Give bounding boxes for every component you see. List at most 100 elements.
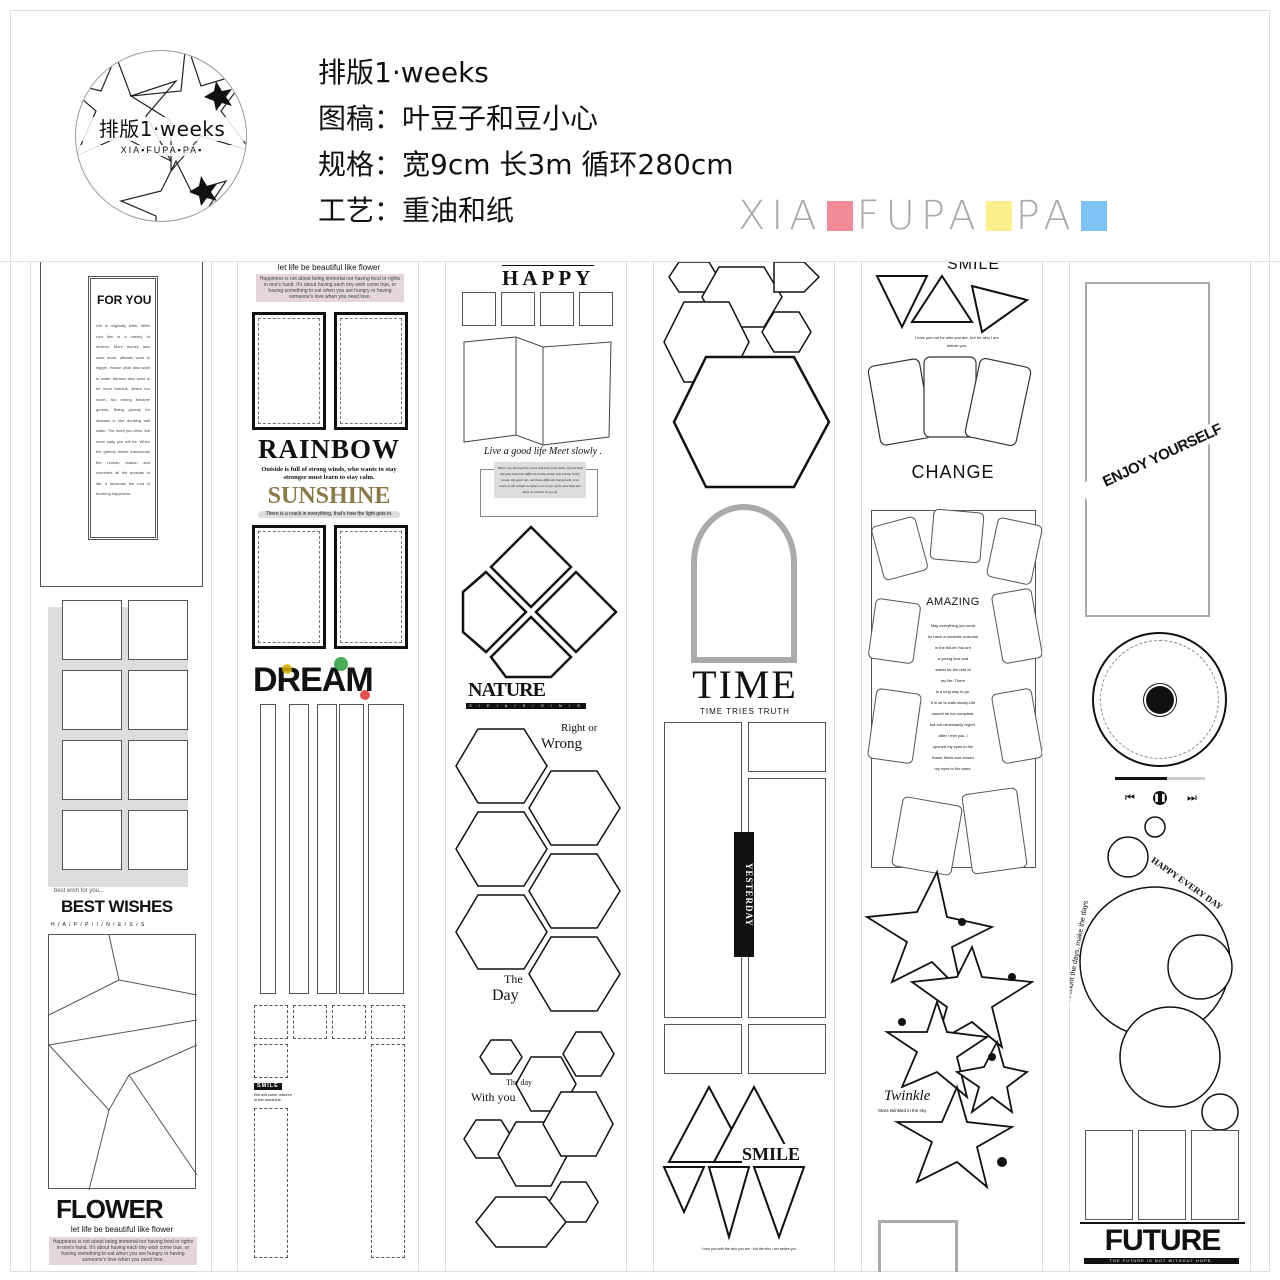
logo-brand: XIA▪FUPA▪PA▪ (76, 145, 246, 156)
brand-part: PA (1015, 193, 1077, 239)
photo-slot (334, 525, 408, 649)
photo-slot (128, 740, 188, 800)
quote-text: When I go through the years and then loo… (494, 462, 586, 498)
pink-square (826, 201, 853, 231)
body-line: It is ok to walk slowly.Life (930, 700, 976, 705)
photo-slot (252, 312, 326, 430)
body-line: cannot be too complete, (931, 711, 975, 716)
pause-icon[interactable]: ❚❚ (1153, 791, 1167, 805)
shattered-photo-frame (48, 934, 198, 1191)
for-you-title: FOR YOU (97, 293, 152, 307)
photo-slot (62, 740, 122, 800)
happy-title: HAPPY (502, 265, 595, 290)
polaroid-cards (867, 356, 1032, 447)
photo-slot (1085, 1130, 1133, 1220)
photo-slot (540, 292, 574, 326)
player-progress-bar[interactable] (1115, 777, 1205, 780)
photo-slot (62, 810, 122, 870)
writing-strip (260, 704, 276, 994)
photo-slot (748, 722, 826, 772)
photo-slot (128, 600, 188, 660)
stamp-column (254, 1108, 288, 1258)
puzzle-cards (867, 508, 1042, 876)
twinkle-title: Twinkle (884, 1088, 931, 1105)
rainbow-body: Outside is full of strong winds, who wan… (261, 466, 397, 481)
writing-strip (289, 704, 309, 994)
tape-strip-6: ENJOY YOURSELF ⏮ ❚❚ ⏭ HAPPY EVERY DAY Do… (1069, 262, 1251, 1272)
body-line: opened my eyes to the (932, 744, 974, 749)
stamp-slot (293, 1005, 327, 1039)
body-line: After I met you, I (938, 733, 968, 738)
body-line: my eyes to the stars. (934, 766, 972, 771)
tape-strip-3: HAPPY Live a good life Meet slowly . Whe… (445, 262, 627, 1272)
sunshine-body: There is a crack in everything, that's h… (258, 511, 400, 518)
smile-subtitle: I love you with the who you are · but th… (701, 1247, 797, 1251)
tall-photo-slot (664, 722, 742, 1018)
time-title: TIME (692, 662, 798, 707)
product-header: 排版1·weeks XIA▪FUPA▪PA▪ 排版1·weeks 图稿：叶豆子和… (0, 0, 1280, 262)
body-line: is a long way to go. (935, 689, 971, 694)
body-line: but not necessarily regret. (929, 722, 977, 727)
smile-body: We will come unbeen in the sunshine. (254, 1092, 292, 1102)
dream-title: DREAM (253, 661, 374, 699)
smile-label: SMILE (254, 1083, 282, 1090)
tape-roll-logo: 排版1·weeks XIA▪FUPA▪PA▪ (75, 50, 247, 222)
photo-slot (501, 292, 535, 326)
for-you-card: FOR YOU Life is originally bitter, bitte… (88, 276, 158, 540)
stamp-column (371, 1044, 405, 1258)
future-subtitle: THE FUTURE IS NOT WITHOUT HOPE. (1084, 1258, 1239, 1264)
body-line: flower fields and closed (932, 755, 974, 760)
day-text: Day (492, 987, 519, 1004)
live-good-life-text: Live a good life Meet slowly . (484, 446, 603, 457)
info-title: 排版1·weeks (318, 56, 489, 89)
stamp-slot (332, 1005, 366, 1039)
frame-box (40, 262, 203, 587)
photo-slot (128, 810, 188, 870)
next-icon[interactable]: ⏭ (1187, 792, 1197, 804)
diamond-photo-frames (461, 525, 618, 679)
body-line: for have a romantic outcome (927, 634, 979, 639)
yellow-square (985, 201, 1012, 231)
photo-slot (252, 525, 326, 649)
brand-watermark: XIA FUPA PA (738, 193, 1111, 239)
tape-strip-2: let life be beautiful like flower Happin… (237, 262, 419, 1272)
amazing-frame (867, 508, 1042, 876)
star-frames (864, 869, 1035, 1190)
smile-title: SMILE (742, 1144, 801, 1164)
disc-center (1146, 686, 1174, 714)
future-title: FUTURE (1080, 1222, 1245, 1257)
circle-frames (1079, 816, 1239, 1131)
for-you-body: Life is originally bitter, bitter root l… (96, 323, 150, 496)
photo-slot (1191, 1130, 1239, 1220)
player-progress-fill (1115, 777, 1168, 780)
yellow-dot (282, 664, 292, 674)
folded-map-frame (463, 336, 612, 446)
stamp-slot (254, 1005, 288, 1039)
photo-slot (579, 292, 613, 326)
prev-icon[interactable]: ⏮ (1125, 792, 1135, 804)
small-hexagons (463, 1031, 615, 1248)
tape-strip-4: TIME TIME TRIES TRUTH YESTERDAY SMILE I … (653, 262, 835, 1272)
image-frame (10, 10, 1270, 1272)
body-line: a young love and (937, 656, 969, 661)
tall-photo-slot (1085, 282, 1210, 617)
body-line: my life. There (940, 678, 966, 683)
tape-strip-1: FOR YOU Life is originally bitter, bitte… (30, 262, 212, 1272)
amazing-title: AMAZING (926, 596, 980, 608)
amazing-body: May everything you work for have a roman… (907, 620, 999, 774)
flower-title: FLOWER (56, 1194, 164, 1224)
change-title: CHANGE (911, 462, 995, 482)
stamp-slot (254, 1044, 288, 1078)
photo-slot (664, 1024, 742, 1074)
smile-title: SMILE (947, 262, 1001, 273)
logo-title: 排版1·weeks (76, 117, 246, 141)
red-dot (360, 690, 370, 700)
brand-part: FUPA (856, 193, 982, 239)
rainbow-title: RAINBOW (257, 434, 400, 464)
product-info: 排版1·weeks 图稿：叶豆子和豆小心 规格：宽9cm 长3m 循环280cm… (318, 50, 734, 234)
photo-slot (334, 312, 408, 430)
photo-slot (878, 1220, 958, 1272)
twinkle-subtitle: Stars twinkled in the sky. (878, 1108, 928, 1114)
seasons-bar: S / E / A / S / O / N / S (466, 703, 586, 709)
green-dot (334, 657, 348, 671)
